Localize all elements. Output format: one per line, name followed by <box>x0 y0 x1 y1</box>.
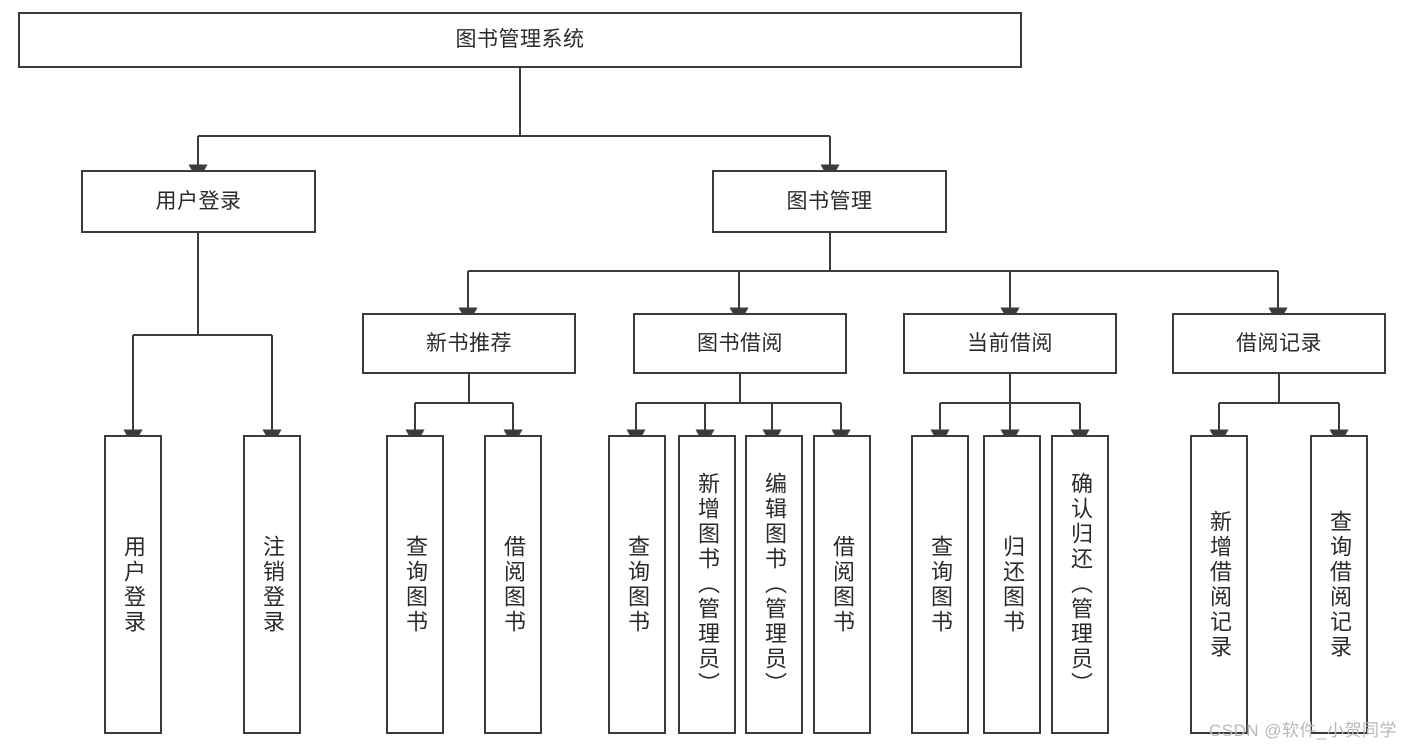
leaf-record-query-label: 查询借阅记录 <box>1326 509 1352 660</box>
leaf-record-query[interactable]: 查询借阅记录 <box>1310 435 1368 734</box>
node-user-login-label: 用户登录 <box>155 189 242 213</box>
leaf-borrow-query-book-label: 查询图书 <box>624 534 650 635</box>
node-root-label: 图书管理系统 <box>455 28 585 52</box>
leaf-borrow-add-book[interactable]: 新增图书（管理员） <box>678 435 736 734</box>
node-new-book-recommend[interactable]: 新书推荐 <box>362 313 576 374</box>
leaf-user-login-label: 用户登录 <box>120 534 146 635</box>
node-current-borrow[interactable]: 当前借阅 <box>903 313 1117 374</box>
leaf-borrow-edit-book[interactable]: 编辑图书（管理员） <box>745 435 803 734</box>
leaf-user-logout[interactable]: 注销登录 <box>243 435 301 734</box>
node-borrow-record-label: 借阅记录 <box>1236 331 1322 355</box>
leaf-record-add[interactable]: 新增借阅记录 <box>1190 435 1248 734</box>
leaf-current-query-book-label: 查询图书 <box>927 534 953 635</box>
node-book-manage-label: 图书管理 <box>786 189 873 213</box>
node-root[interactable]: 图书管理系统 <box>18 12 1022 68</box>
leaf-recommend-borrow-book-label: 借阅图书 <box>500 534 526 635</box>
node-user-login[interactable]: 用户登录 <box>81 170 316 233</box>
leaf-recommend-query-book[interactable]: 查询图书 <box>386 435 444 734</box>
leaf-record-add-label: 新增借阅记录 <box>1206 509 1232 660</box>
tree-connectors <box>123 68 1349 447</box>
leaf-recommend-borrow-book[interactable]: 借阅图书 <box>484 435 542 734</box>
node-book-borrow-label: 图书借阅 <box>697 331 783 355</box>
leaf-current-query-book[interactable]: 查询图书 <box>911 435 969 734</box>
node-borrow-record[interactable]: 借阅记录 <box>1172 313 1386 374</box>
leaf-borrow-borrow-book[interactable]: 借阅图书 <box>813 435 871 734</box>
leaf-borrow-add-book-label: 新增图书（管理员） <box>694 472 720 697</box>
node-current-borrow-label: 当前借阅 <box>967 331 1053 355</box>
leaf-user-login[interactable]: 用户登录 <box>104 435 162 734</box>
leaf-user-logout-label: 注销登录 <box>259 534 285 635</box>
leaf-current-confirm-return[interactable]: 确认归还（管理员） <box>1051 435 1109 734</box>
leaf-current-confirm-return-label: 确认归还（管理员） <box>1067 472 1093 697</box>
node-book-manage[interactable]: 图书管理 <box>712 170 947 233</box>
leaf-borrow-borrow-book-label: 借阅图书 <box>829 534 855 635</box>
node-book-borrow[interactable]: 图书借阅 <box>633 313 847 374</box>
leaf-borrow-edit-book-label: 编辑图书（管理员） <box>761 472 787 697</box>
leaf-current-return-book-label: 归还图书 <box>999 534 1025 635</box>
leaf-recommend-query-book-label: 查询图书 <box>402 534 428 635</box>
node-new-book-recommend-label: 新书推荐 <box>426 331 512 355</box>
leaf-borrow-query-book[interactable]: 查询图书 <box>608 435 666 734</box>
leaf-current-return-book[interactable]: 归还图书 <box>983 435 1041 734</box>
